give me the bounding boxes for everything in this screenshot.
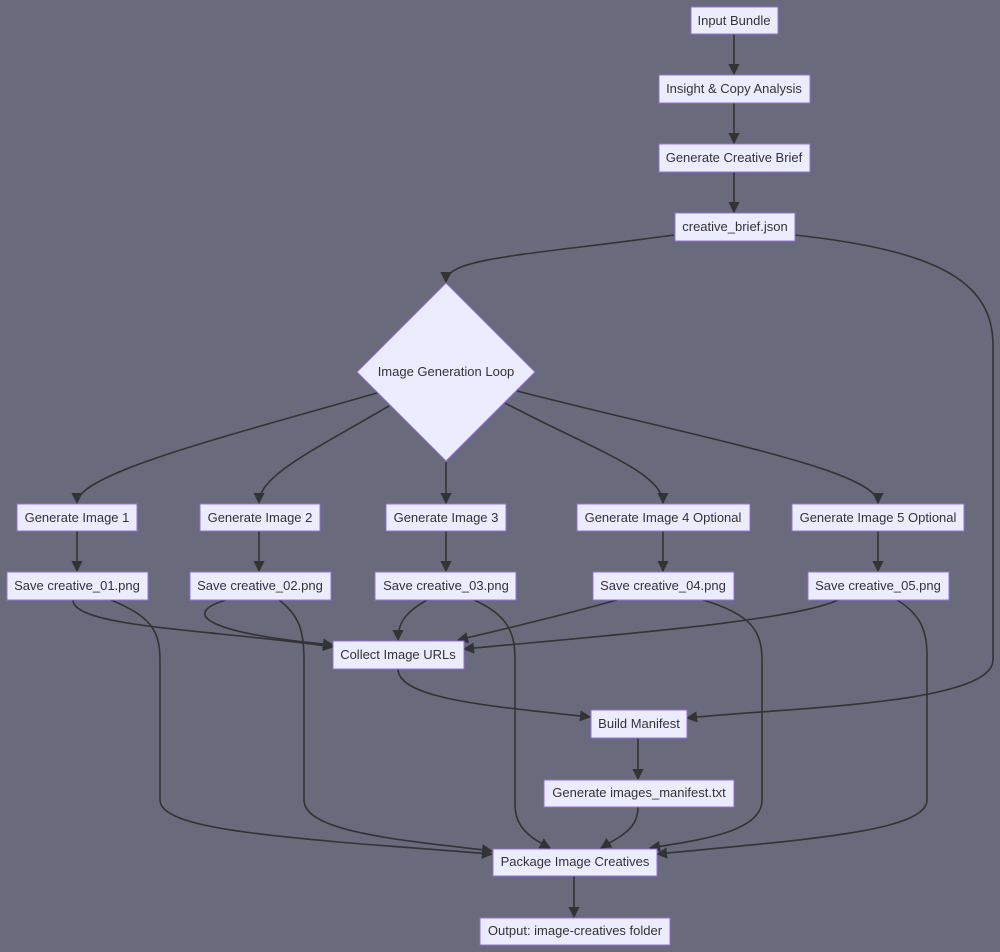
node-save-creative-05[interactable]: Save creative_05.png — [807, 571, 950, 601]
edge-loop-to-gen5 — [516, 390, 884, 505]
node-label: Insight & Copy Analysis — [666, 81, 802, 96]
edge-save5-to-collect — [462, 599, 839, 654]
edge-save2-to-collect — [204, 599, 335, 650]
node-generate-image-2[interactable]: Generate Image 2 — [199, 503, 321, 532]
edge-briefjson-to-manifest — [685, 234, 994, 723]
node-label: Save creative_04.png — [600, 578, 726, 593]
node-label: Save creative_03.png — [383, 578, 509, 593]
node-label: Generate Creative Brief — [666, 150, 803, 165]
node-label: creative_brief.json — [682, 219, 788, 234]
node-label: Generate Image 4 Optional — [585, 510, 742, 525]
node-label: Output: image-creatives folder — [488, 923, 663, 938]
node-label: Generate Image 1 — [25, 510, 130, 525]
decision-label: Image Generation Loop — [378, 364, 515, 379]
edge-save1-to-package — [110, 599, 494, 859]
node-save-creative-03[interactable]: Save creative_03.png — [374, 571, 517, 601]
node-creative-brief-json[interactable]: creative_brief.json — [674, 212, 796, 242]
node-collect-image-urls[interactable]: Collect Image URLs — [332, 640, 465, 670]
node-label: Save creative_02.png — [197, 578, 323, 593]
edge-loop-to-gen4 — [504, 402, 669, 505]
edge-save4-to-collect — [456, 599, 618, 644]
node-save-creative-04[interactable]: Save creative_04.png — [592, 571, 735, 601]
node-label: Package Image Creatives — [501, 854, 650, 869]
node-generate-creative-brief[interactable]: Generate Creative Brief — [658, 143, 811, 173]
node-insight-copy-analysis[interactable]: Insight & Copy Analysis — [658, 74, 811, 104]
edge-collect-to-manifest — [397, 668, 592, 722]
edge-save4-to-package — [648, 599, 763, 852]
node-save-creative-02[interactable]: Save creative_02.png — [189, 571, 332, 601]
node-package-image-creatives[interactable]: Package Image Creatives — [492, 848, 658, 877]
decision-image-generation-loop[interactable]: Image Generation Loop — [356, 282, 536, 462]
node-label: Generate images_manifest.txt — [552, 785, 726, 800]
node-label: Save creative_05.png — [815, 578, 941, 593]
node-label: Collect Image URLs — [340, 647, 456, 662]
node-label: Generate Image 5 Optional — [800, 510, 957, 525]
node-generate-image-4-optional[interactable]: Generate Image 4 Optional — [576, 503, 751, 532]
edge-briefjson-to-loop — [440, 234, 675, 284]
node-label: Input Bundle — [697, 13, 770, 28]
edge-save3-to-collect — [392, 599, 428, 642]
edge-loop-to-gen2 — [253, 405, 390, 505]
node-label: Save creative_01.png — [14, 578, 140, 593]
node-generate-image-1[interactable]: Generate Image 1 — [16, 503, 138, 532]
node-generate-image-3[interactable]: Generate Image 3 — [385, 503, 507, 532]
edge-loop-to-gen1 — [71, 392, 378, 505]
edge-save3-to-package — [473, 599, 551, 849]
node-input-bundle[interactable]: Input Bundle — [690, 6, 779, 35]
edges — [71, 34, 994, 919]
node-build-manifest[interactable]: Build Manifest — [590, 709, 688, 739]
node-label: Build Manifest — [598, 716, 680, 731]
node-generate-image-5-optional[interactable]: Generate Image 5 Optional — [791, 503, 965, 532]
edge-genmanifest-to-package — [600, 806, 639, 849]
node-label: Generate Image 3 — [394, 510, 499, 525]
node-output-image-creatives-folder[interactable]: Output: image-creatives folder — [479, 917, 671, 946]
edge-save5-to-package — [655, 599, 928, 859]
node-generate-images-manifest[interactable]: Generate images_manifest.txt — [543, 779, 735, 808]
edge-save1-to-collect — [72, 599, 335, 652]
node-save-creative-01[interactable]: Save creative_01.png — [6, 571, 149, 601]
node-label: Generate Image 2 — [208, 510, 313, 525]
edge-save2-to-package — [278, 599, 494, 856]
